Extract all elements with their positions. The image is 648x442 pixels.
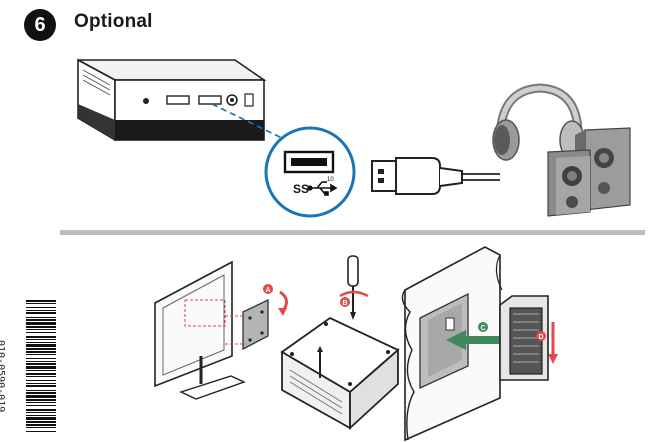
barcode-bar [26, 376, 56, 377]
barcode-bar [26, 421, 56, 423]
barcode-bar [26, 361, 56, 362]
callout-a-marker: A [263, 284, 288, 316]
slide-arrow [446, 330, 504, 350]
callout-b-marker: B [339, 290, 369, 307]
mini-pc-mounted [499, 295, 549, 381]
usb-speed-superscript: 10 [327, 177, 334, 183]
vesa-bracket-icon [225, 298, 269, 351]
monitor-back-panel [401, 246, 503, 442]
usb-trident-icon [307, 181, 338, 196]
usb-port-zoom: SS 10 [264, 126, 356, 218]
barcode-bar [26, 390, 56, 391]
barcode-bar [26, 370, 56, 371]
svg-text:A: A [266, 287, 271, 294]
barcode-bar [26, 431, 56, 432]
barcode-bar [26, 399, 56, 401]
barcode-bar [26, 380, 56, 381]
barcode-bar [26, 366, 56, 369]
barcode-bar [26, 348, 56, 350]
barcode-bar [26, 412, 56, 413]
barcode [26, 300, 56, 432]
callout-d-marker: D [536, 322, 558, 364]
barcode-bar [26, 303, 56, 304]
usb-cable-icon [371, 157, 500, 195]
barcode-bar [26, 405, 56, 406]
barcode-bar [26, 310, 56, 311]
mini-pc-underside [280, 316, 400, 431]
barcode-bar [26, 402, 56, 403]
barcode-bar [26, 392, 56, 394]
usb-a-port-icon [283, 150, 335, 174]
barcode-bar [26, 373, 56, 375]
barcode-bar [26, 307, 56, 308]
barcode-bar [26, 342, 56, 343]
barcode-bar [26, 385, 56, 387]
monitor-icon [154, 260, 246, 400]
barcode-bar [26, 417, 56, 420]
usb-port-label: SS [293, 182, 309, 196]
screwdriver-icon [347, 255, 359, 320]
barcode-bar [26, 354, 56, 355]
barcode-bar [26, 322, 56, 325]
barcode-number: 010-0590-019 [0, 340, 6, 413]
barcode-bar [26, 317, 56, 318]
svg-text:C: C [481, 325, 486, 332]
barcode-bar [26, 326, 56, 328]
zoom-leader-line [211, 103, 287, 141]
step-title: Optional [74, 11, 153, 32]
barcode-bar [26, 415, 56, 416]
barcode-bar [26, 358, 56, 359]
barcode-bar [26, 395, 56, 398]
barcode-bar [26, 363, 56, 365]
headphones-icon [492, 83, 585, 161]
speakers-icon [547, 127, 631, 217]
barcode-bar [26, 383, 56, 384]
section-divider [60, 230, 645, 235]
barcode-bar [26, 319, 56, 321]
barcode-bar [26, 344, 56, 347]
barcode-bar [26, 300, 56, 302]
barcode-bar [26, 339, 56, 340]
barcode-bar [26, 427, 56, 428]
step-number-badge: 6 [24, 9, 56, 41]
barcode-bar [26, 424, 56, 426]
barcode-bar [26, 351, 56, 353]
mini-pc-icon [77, 58, 267, 142]
barcode-bar [26, 409, 56, 411]
barcode-bar [26, 312, 56, 314]
callout-c-marker: C [478, 322, 488, 332]
barcode-bar [26, 336, 56, 338]
barcode-bar [26, 329, 56, 330]
svg-text:B: B [343, 300, 348, 307]
barcode-bar [26, 332, 56, 333]
svg-text:D: D [539, 334, 544, 341]
